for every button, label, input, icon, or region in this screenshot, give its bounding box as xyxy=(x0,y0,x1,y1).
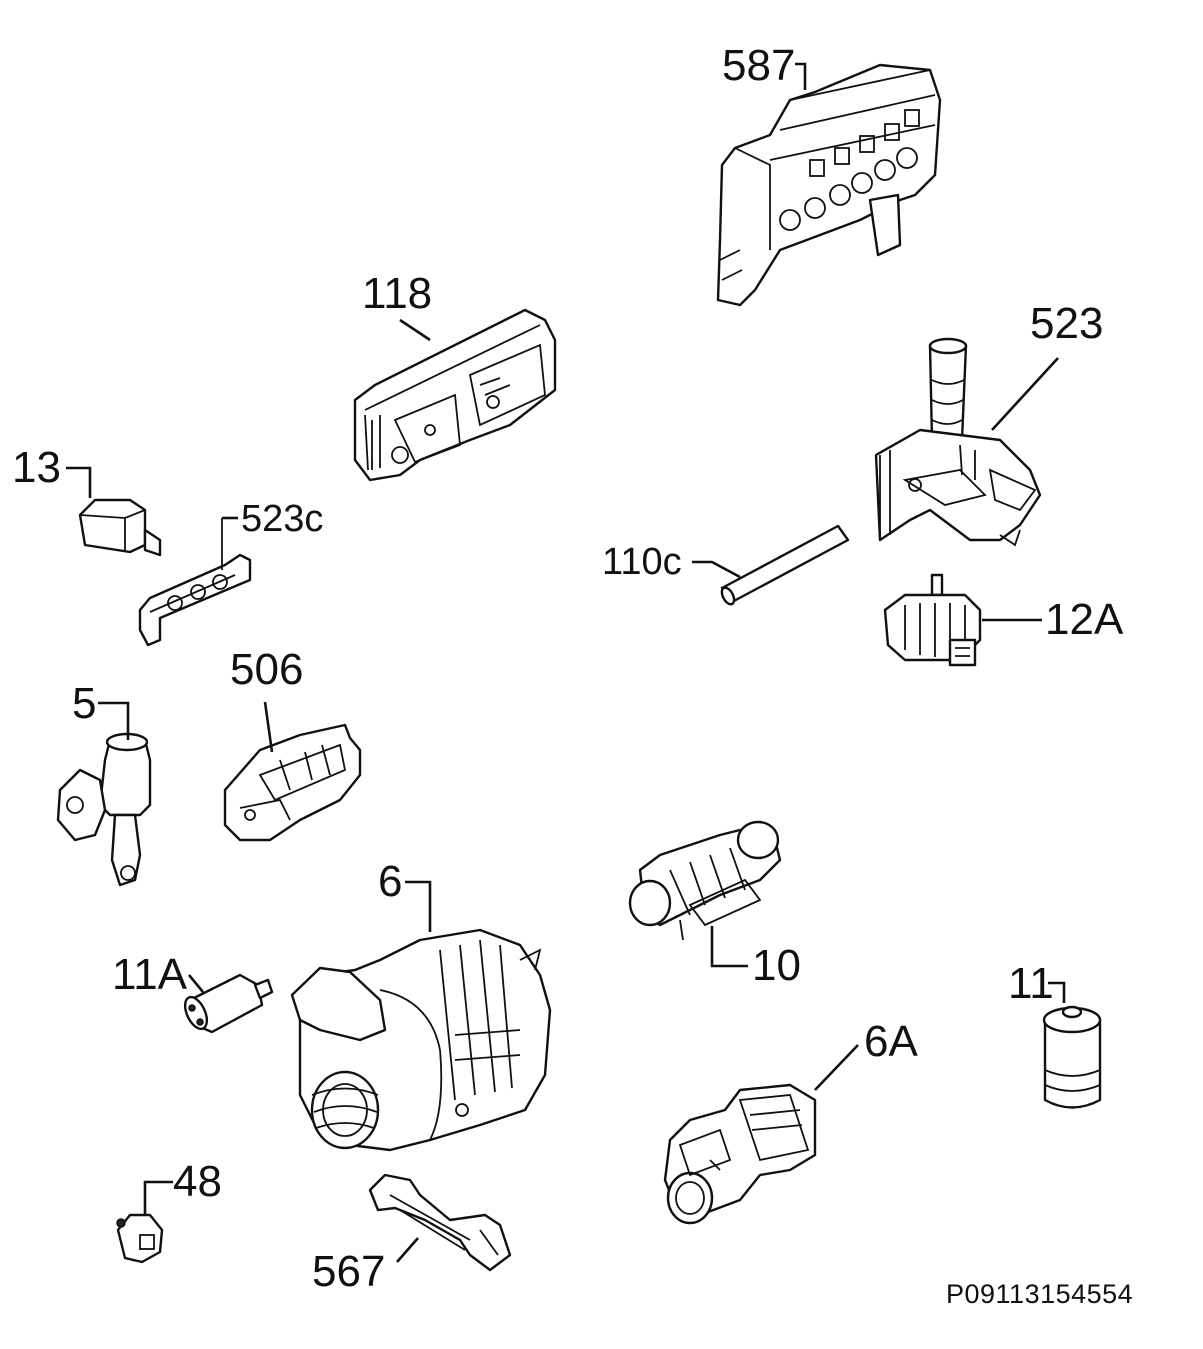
label-118: 118 xyxy=(362,269,433,318)
label-523c: 523c xyxy=(241,498,324,540)
label-10: 10 xyxy=(752,941,801,990)
label-13: 13 xyxy=(12,443,61,492)
label-11: 11 xyxy=(1008,959,1054,1008)
label-48: 48 xyxy=(173,1157,222,1206)
part-118-control-board xyxy=(353,308,557,482)
part-523c-strip xyxy=(138,518,252,647)
part-12A-pressure-switch xyxy=(883,573,982,667)
label-110c: 110c xyxy=(602,541,682,583)
label-11A: 11A xyxy=(112,950,188,999)
part-11-cylinder xyxy=(1042,1005,1102,1109)
part-10-heater xyxy=(628,820,782,941)
part-110c-rod xyxy=(720,524,850,606)
label-12A: 12A xyxy=(1045,595,1124,644)
part-11A-capacitor xyxy=(183,973,274,1034)
part-587-control-module xyxy=(716,63,942,307)
label-587: 587 xyxy=(722,41,796,90)
part-506-bracket xyxy=(223,723,362,842)
part-13-switch xyxy=(78,498,162,557)
part-523-bracket xyxy=(874,337,1042,547)
label-523: 523 xyxy=(1030,299,1104,348)
label-567: 567 xyxy=(312,1247,386,1296)
label-506: 506 xyxy=(230,645,304,694)
label-5: 5 xyxy=(72,679,97,728)
diagram-reference-code: P09113154554 xyxy=(946,1279,1134,1309)
part-567-clamp xyxy=(368,1173,512,1272)
label-6: 6 xyxy=(378,857,403,906)
label-6A: 6A xyxy=(864,1017,918,1066)
part-48-fitting xyxy=(116,1213,164,1264)
leader-lines xyxy=(66,62,1066,1263)
part-5-inlet-valve xyxy=(56,732,152,887)
part-6-pump-motor xyxy=(290,928,552,1152)
part-6A-drain-pump xyxy=(663,1083,817,1225)
